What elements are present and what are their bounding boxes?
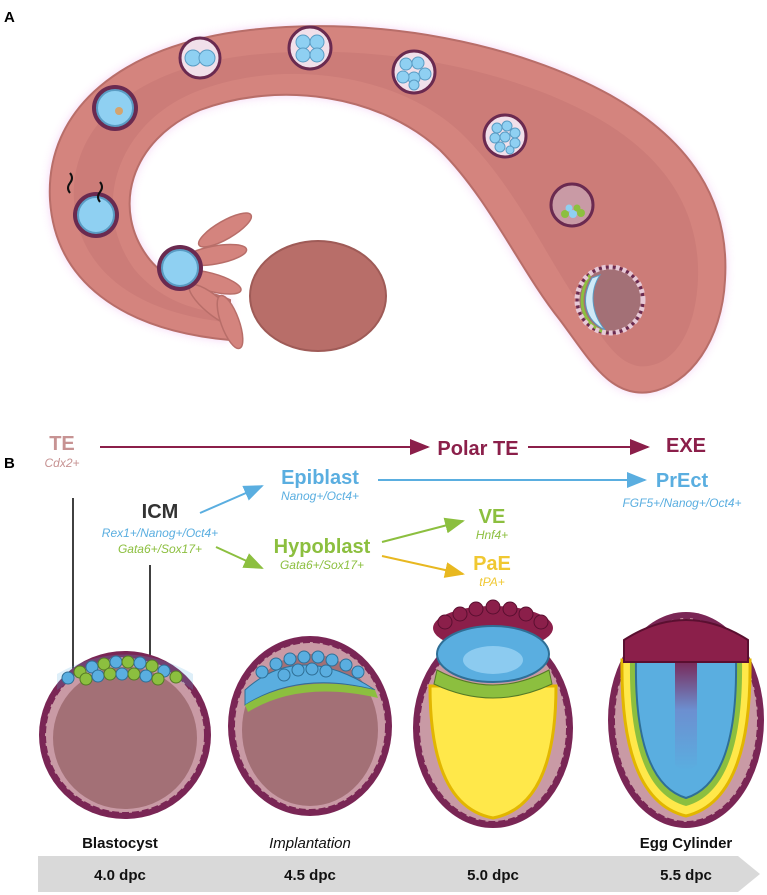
egg-near-fimbriae xyxy=(157,245,203,291)
panel-a-label: A xyxy=(4,9,15,26)
icm-marker-2: Gata6+/Sox17+ xyxy=(118,542,202,556)
egg-cylinder-embryo xyxy=(608,612,764,828)
hypoblast-label: Hypoblast xyxy=(274,536,371,558)
two-cell-embryo xyxy=(178,36,222,80)
polar-te-label: Polar TE xyxy=(437,438,518,460)
oviduct-illustration xyxy=(48,25,727,394)
hypoblast-marker: Gata6+/Sox17+ xyxy=(280,558,364,572)
lineage-arrows xyxy=(72,439,650,672)
early-blastocyst xyxy=(549,182,595,228)
timeline-arrow: 4.0 dpc 4.5 dpc 5.0 dpc 5.5 dpc xyxy=(38,856,760,892)
stage-name-2: Implantation xyxy=(269,835,351,852)
te-marker: Cdx2+ xyxy=(44,456,79,470)
ve-marker: Hnf4+ xyxy=(476,528,508,542)
icm-marker-1: Rex1+/Nanog+/Oct4+ xyxy=(102,526,218,540)
day5-embryo xyxy=(413,599,573,828)
pae-marker: tPA+ xyxy=(479,575,504,589)
stage-labels: Blastocyst Implantation Egg Cylinder xyxy=(82,835,732,852)
exe-label: EXE xyxy=(666,435,706,457)
dpc-label-2: 4.5 dpc xyxy=(284,867,336,884)
lineage-labels: TE Cdx2+ ICM Rex1+/Nanog+/Oct4+ Gata6+/S… xyxy=(44,433,741,589)
prect-label: PrEct xyxy=(656,470,709,492)
te-label: TE xyxy=(49,433,75,455)
stage-name-1: Blastocyst xyxy=(82,835,158,852)
fertilized-egg xyxy=(92,85,138,131)
panel-b-label: B xyxy=(4,455,15,472)
implanting-blastocyst xyxy=(574,264,646,336)
four-cell-embryo xyxy=(287,25,333,71)
eight-cell-embryo xyxy=(391,49,437,95)
epiblast-marker: Nanog+/Oct4+ xyxy=(281,489,359,503)
epiblast-label: Epiblast xyxy=(281,467,359,489)
implantation-embryo xyxy=(228,636,392,816)
dpc-label-3: 5.0 dpc xyxy=(467,867,519,884)
egg-with-sperm xyxy=(67,172,119,238)
ve-label: VE xyxy=(479,506,506,528)
icm-label: ICM xyxy=(142,501,179,523)
prect-marker: FGF5+/Nanog+/Oct4+ xyxy=(622,496,741,510)
morula xyxy=(482,113,528,159)
blastocyst-embryo xyxy=(39,651,211,819)
stage-name-4: Egg Cylinder xyxy=(640,835,733,852)
pae-label: PaE xyxy=(473,553,511,575)
dpc-label-4: 5.5 dpc xyxy=(660,867,712,884)
dpc-label-1: 4.0 dpc xyxy=(94,867,146,884)
